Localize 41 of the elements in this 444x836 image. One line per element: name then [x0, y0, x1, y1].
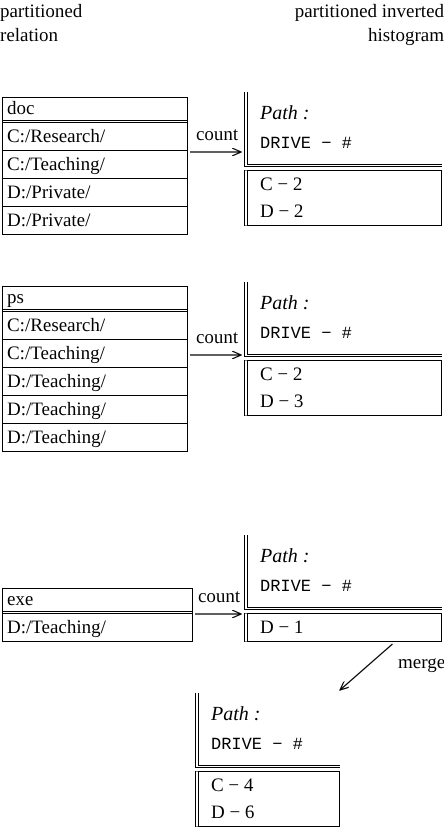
table-row: D:/Teaching/ — [3, 395, 187, 423]
table-row: D:/Private/ — [3, 206, 187, 234]
arrow — [190, 147, 242, 157]
table-header: exe — [3, 589, 192, 614]
arrow — [339, 644, 393, 691]
table-row: C:/Teaching/ — [3, 339, 187, 367]
histogram-column-header: DRIVE − # — [260, 577, 353, 599]
histogram-table — [244, 282, 442, 416]
table-row-text: C:/Research/ — [6, 314, 106, 338]
histogram-path-label: Path : — [211, 702, 262, 727]
histogram-path-label: Path : — [260, 291, 310, 316]
histogram-path-label: Path : — [260, 101, 310, 126]
table-row: D:/Teaching/ — [3, 367, 187, 395]
histogram-column-header: DRIVE − # — [260, 134, 353, 156]
histogram-row-text: D − 6 — [210, 801, 256, 825]
column-heading: partitioned relation — [0, 0, 84, 48]
histogram-table — [195, 693, 340, 827]
histogram-row-text: C − 4 — [210, 774, 254, 798]
histogram-row-text: D − 1 — [259, 616, 304, 640]
histogram-row-text: D − 3 — [259, 390, 304, 414]
table-header: doc — [3, 98, 187, 123]
column-heading: partitioned inverted histogram — [294, 0, 444, 48]
table-row-text: C:/Research/ — [6, 125, 106, 149]
table-header: ps — [3, 287, 187, 312]
relation-table — [2, 286, 188, 452]
arrow — [195, 609, 242, 619]
table-row: C:/Teaching/ — [3, 150, 187, 178]
histogram-column-header: DRIVE − # — [211, 735, 304, 757]
arrow — [190, 350, 242, 360]
histogram-path-label: Path : — [260, 544, 310, 569]
table-row: D:/Teaching/ — [3, 423, 187, 451]
histogram-row-text: D − 2 — [259, 200, 304, 224]
histogram-column-header: DRIVE − # — [260, 324, 353, 346]
table-row: D:/Private/ — [3, 178, 187, 206]
histogram-row-text: C − 2 — [259, 173, 304, 197]
relation-table — [2, 97, 188, 235]
table-row-text: D:/Teaching/ — [6, 616, 107, 640]
relation-table — [2, 588, 193, 642]
histogram-row-text: C − 2 — [259, 363, 304, 387]
histogram-table — [244, 535, 442, 642]
histogram-table — [244, 92, 442, 226]
